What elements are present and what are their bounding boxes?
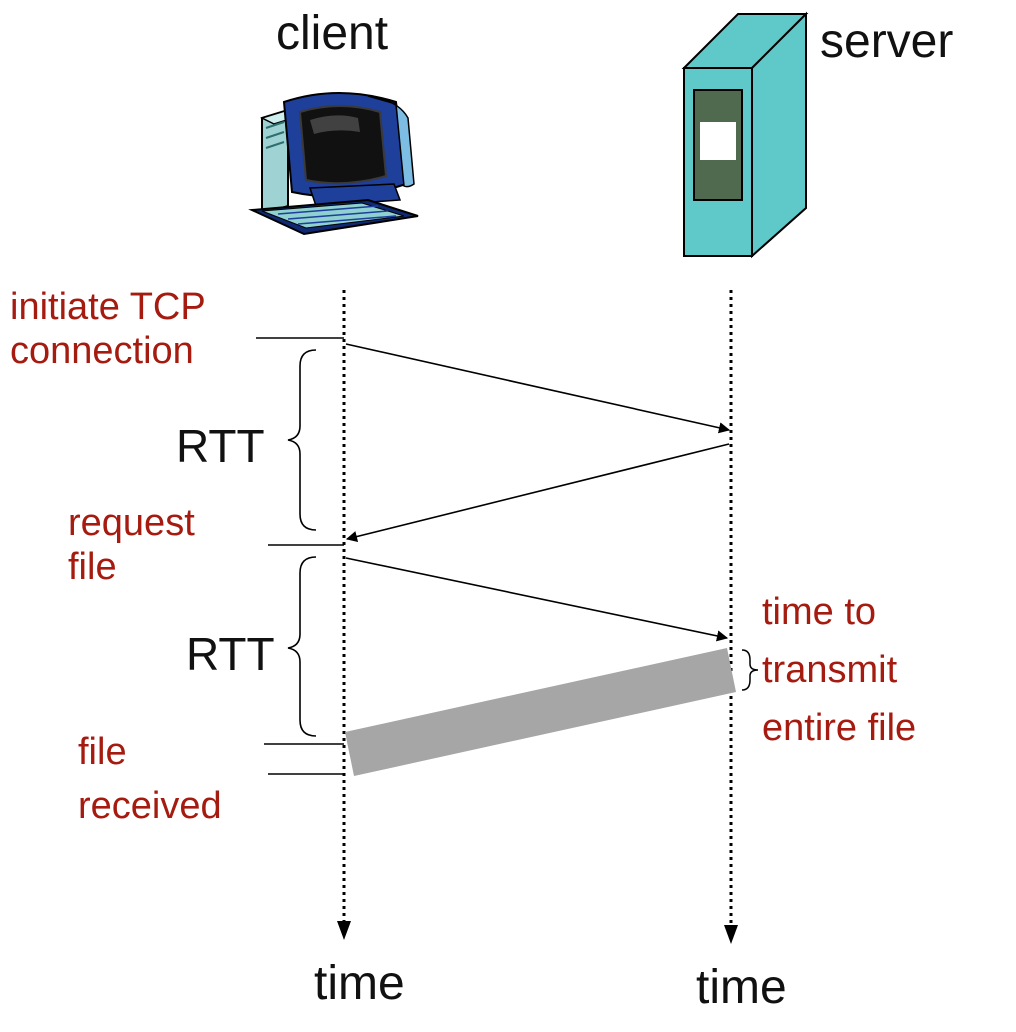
synack-arrow	[345, 443, 730, 543]
initiate-tcp-line-2: connection	[10, 329, 194, 372]
request-file-label: request file	[68, 502, 195, 589]
rtt-label-2: RTT	[186, 628, 275, 680]
transmit-file-line-2: transmit	[762, 648, 898, 691]
transmit-file-line-3: entire file	[762, 706, 917, 749]
transmit-file-line-1: time to	[762, 591, 877, 633]
initiate-tcp-line-1: initiate TCP	[10, 286, 206, 328]
request-file-line-2: file	[68, 545, 117, 588]
rtt-brace-2	[287, 556, 317, 737]
file-received-label: file received	[78, 726, 222, 834]
desktop-computer-icon	[248, 92, 419, 236]
server-time-label: time	[696, 961, 787, 1014]
file-received-line-2: received	[78, 784, 222, 827]
request-file-line-1: request	[68, 502, 195, 544]
server-label: server	[820, 15, 954, 68]
rtt-brace-1	[287, 349, 317, 531]
syn-arrow	[345, 343, 731, 434]
rtt-label-1: RTT	[176, 420, 265, 472]
server-tower-icon	[681, 11, 809, 259]
request-arrow	[345, 557, 729, 642]
client-time-label: time	[314, 957, 405, 1010]
transmit-brace	[741, 649, 759, 691]
client-label: client	[276, 7, 389, 60]
transmit-file-label: time to transmit entire file	[762, 584, 916, 757]
initiate-tcp-label: initiate TCP connection	[10, 286, 206, 373]
server-timeline-arrowhead	[724, 925, 738, 944]
file-received-line-1: file	[78, 731, 127, 773]
file-transfer-band	[345, 648, 736, 776]
client-timeline-arrowhead	[337, 921, 351, 940]
